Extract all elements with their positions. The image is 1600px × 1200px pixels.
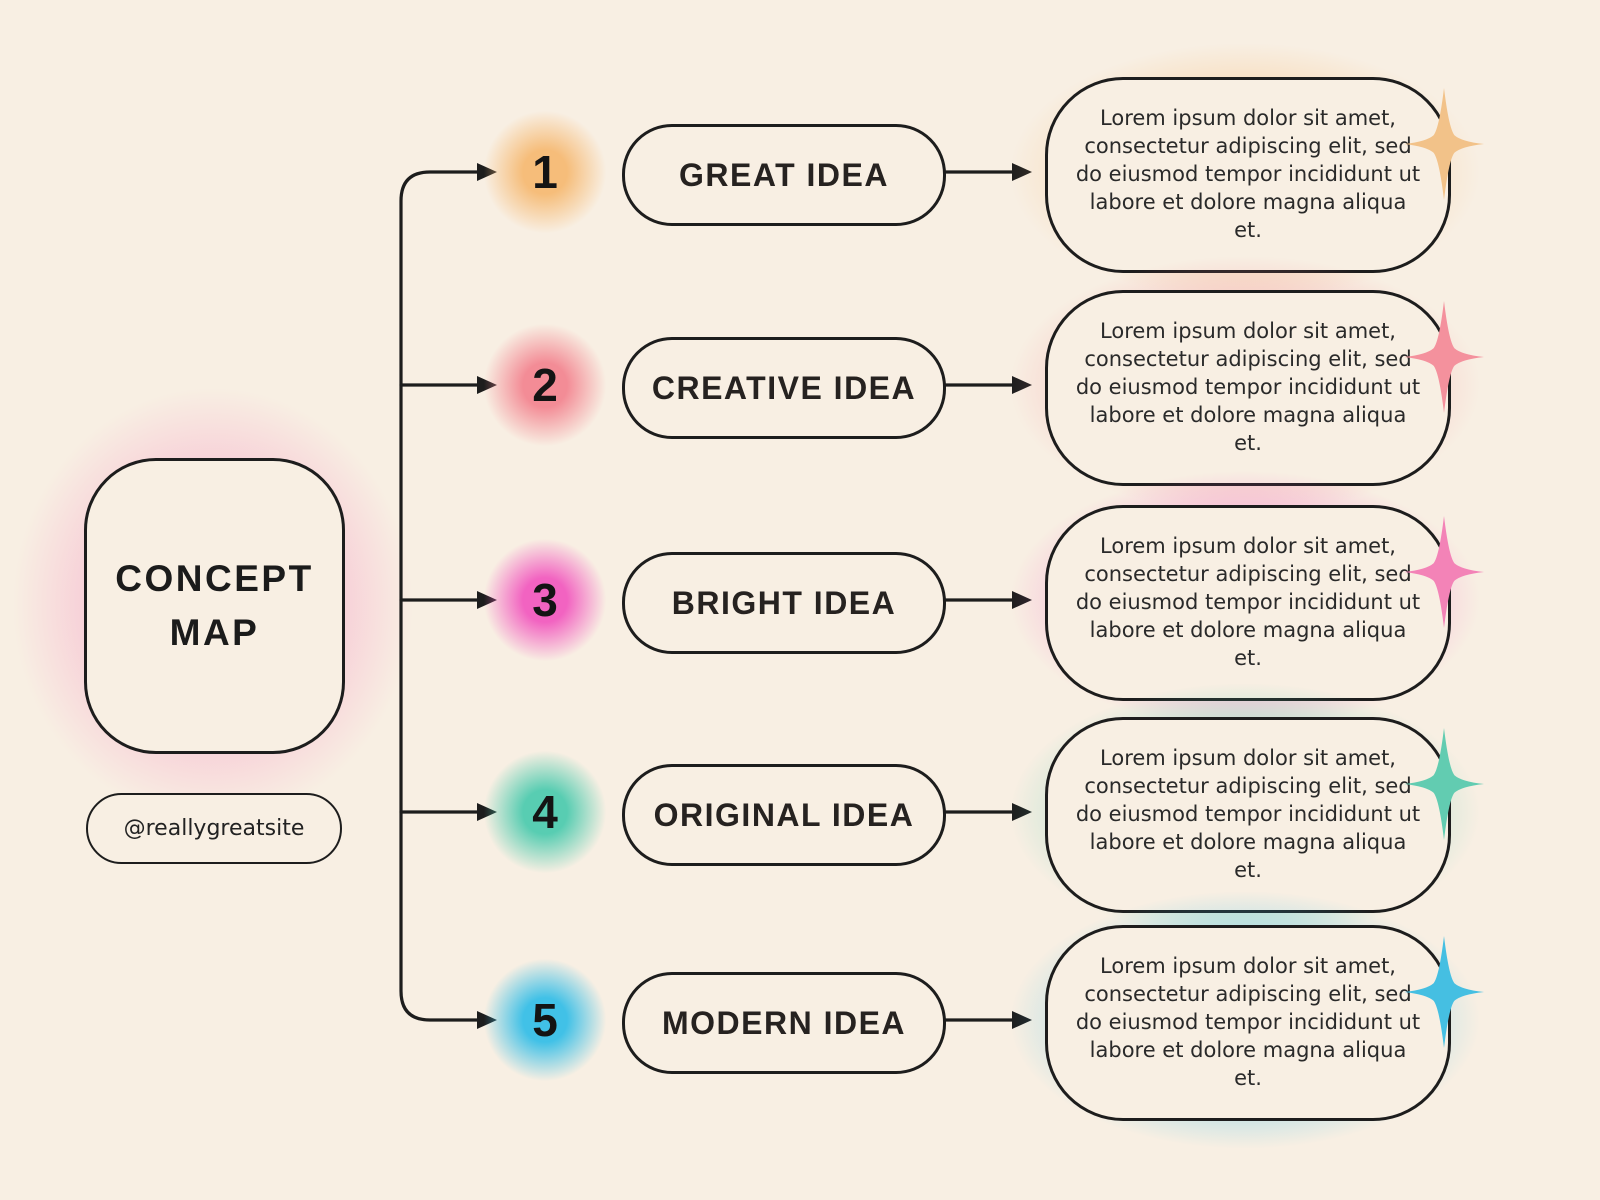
idea-pill: GREAT IDEA — [622, 124, 946, 226]
number-badge: 3 — [532, 574, 558, 626]
description-box: Lorem ipsum dolor sit amet, consectetur … — [1045, 505, 1451, 701]
row-original-idea: 4 ORIGINAL IDEA Lorem ipsum dolor sit am… — [460, 683, 1600, 941]
idea-label: ORIGINAL IDEA — [653, 796, 915, 833]
idea-label: CREATIVE IDEA — [651, 369, 917, 406]
description-text: Lorem ipsum dolor sit amet, consectetur … — [1075, 954, 1421, 1090]
sparkle-icon — [1404, 88, 1484, 200]
idea-label: GREAT IDEA — [679, 156, 889, 193]
number-badge: 2 — [532, 359, 558, 411]
row-creative-idea: 2 CREATIVE IDEA Lorem ipsum dolor sit am… — [460, 256, 1600, 514]
description-text: Lorem ipsum dolor sit amet, consectetur … — [1075, 319, 1421, 455]
sparkle-icon — [1404, 728, 1484, 840]
description-box: Lorem ipsum dolor sit amet, consectetur … — [1045, 717, 1451, 913]
description-text: Lorem ipsum dolor sit amet, consectetur … — [1075, 746, 1421, 882]
number-glow: 3 — [460, 515, 630, 685]
number-badge: 4 — [532, 786, 558, 838]
concept-map-title: CONCEPT MAP — [115, 558, 314, 653]
description-box: Lorem ipsum dolor sit amet, consectetur … — [1045, 77, 1451, 273]
number-glow: 5 — [460, 935, 630, 1105]
site-handle: @reallygreatsite — [123, 816, 305, 841]
description-box: Lorem ipsum dolor sit amet, consectetur … — [1045, 925, 1451, 1121]
row-great-idea: 1 GREAT IDEA Lorem ipsum dolor sit amet,… — [460, 43, 1600, 301]
number-glow: 1 — [460, 87, 630, 257]
row-bright-idea: 3 BRIGHT IDEA Lorem ipsum dolor sit amet… — [460, 471, 1600, 729]
number-glow: 2 — [460, 300, 630, 470]
description-text: Lorem ipsum dolor sit amet, consectetur … — [1075, 534, 1421, 670]
idea-pill: ORIGINAL IDEA — [622, 764, 946, 866]
idea-pill: BRIGHT IDEA — [622, 552, 946, 654]
idea-pill: CREATIVE IDEA — [622, 337, 946, 439]
site-handle-pill: @reallygreatsite — [86, 793, 342, 864]
idea-label: BRIGHT IDEA — [671, 584, 897, 621]
row-modern-idea: 5 MODERN IDEA Lorem ipsum dolor sit amet… — [460, 891, 1600, 1149]
sparkle-icon — [1404, 301, 1484, 413]
sparkle-icon — [1404, 936, 1484, 1048]
number-glow: 4 — [460, 727, 630, 897]
description-box: Lorem ipsum dolor sit amet, consectetur … — [1045, 290, 1451, 486]
concept-map-title-box: CONCEPT MAP — [84, 458, 345, 754]
sparkle-icon — [1404, 516, 1484, 628]
trunk-line — [399, 170, 481, 1022]
description-text: Lorem ipsum dolor sit amet, consectetur … — [1075, 106, 1421, 242]
idea-label: MODERN IDEA — [661, 1004, 907, 1041]
idea-pill: MODERN IDEA — [622, 972, 946, 1074]
number-badge: 5 — [532, 994, 558, 1046]
number-badge: 1 — [532, 146, 558, 198]
